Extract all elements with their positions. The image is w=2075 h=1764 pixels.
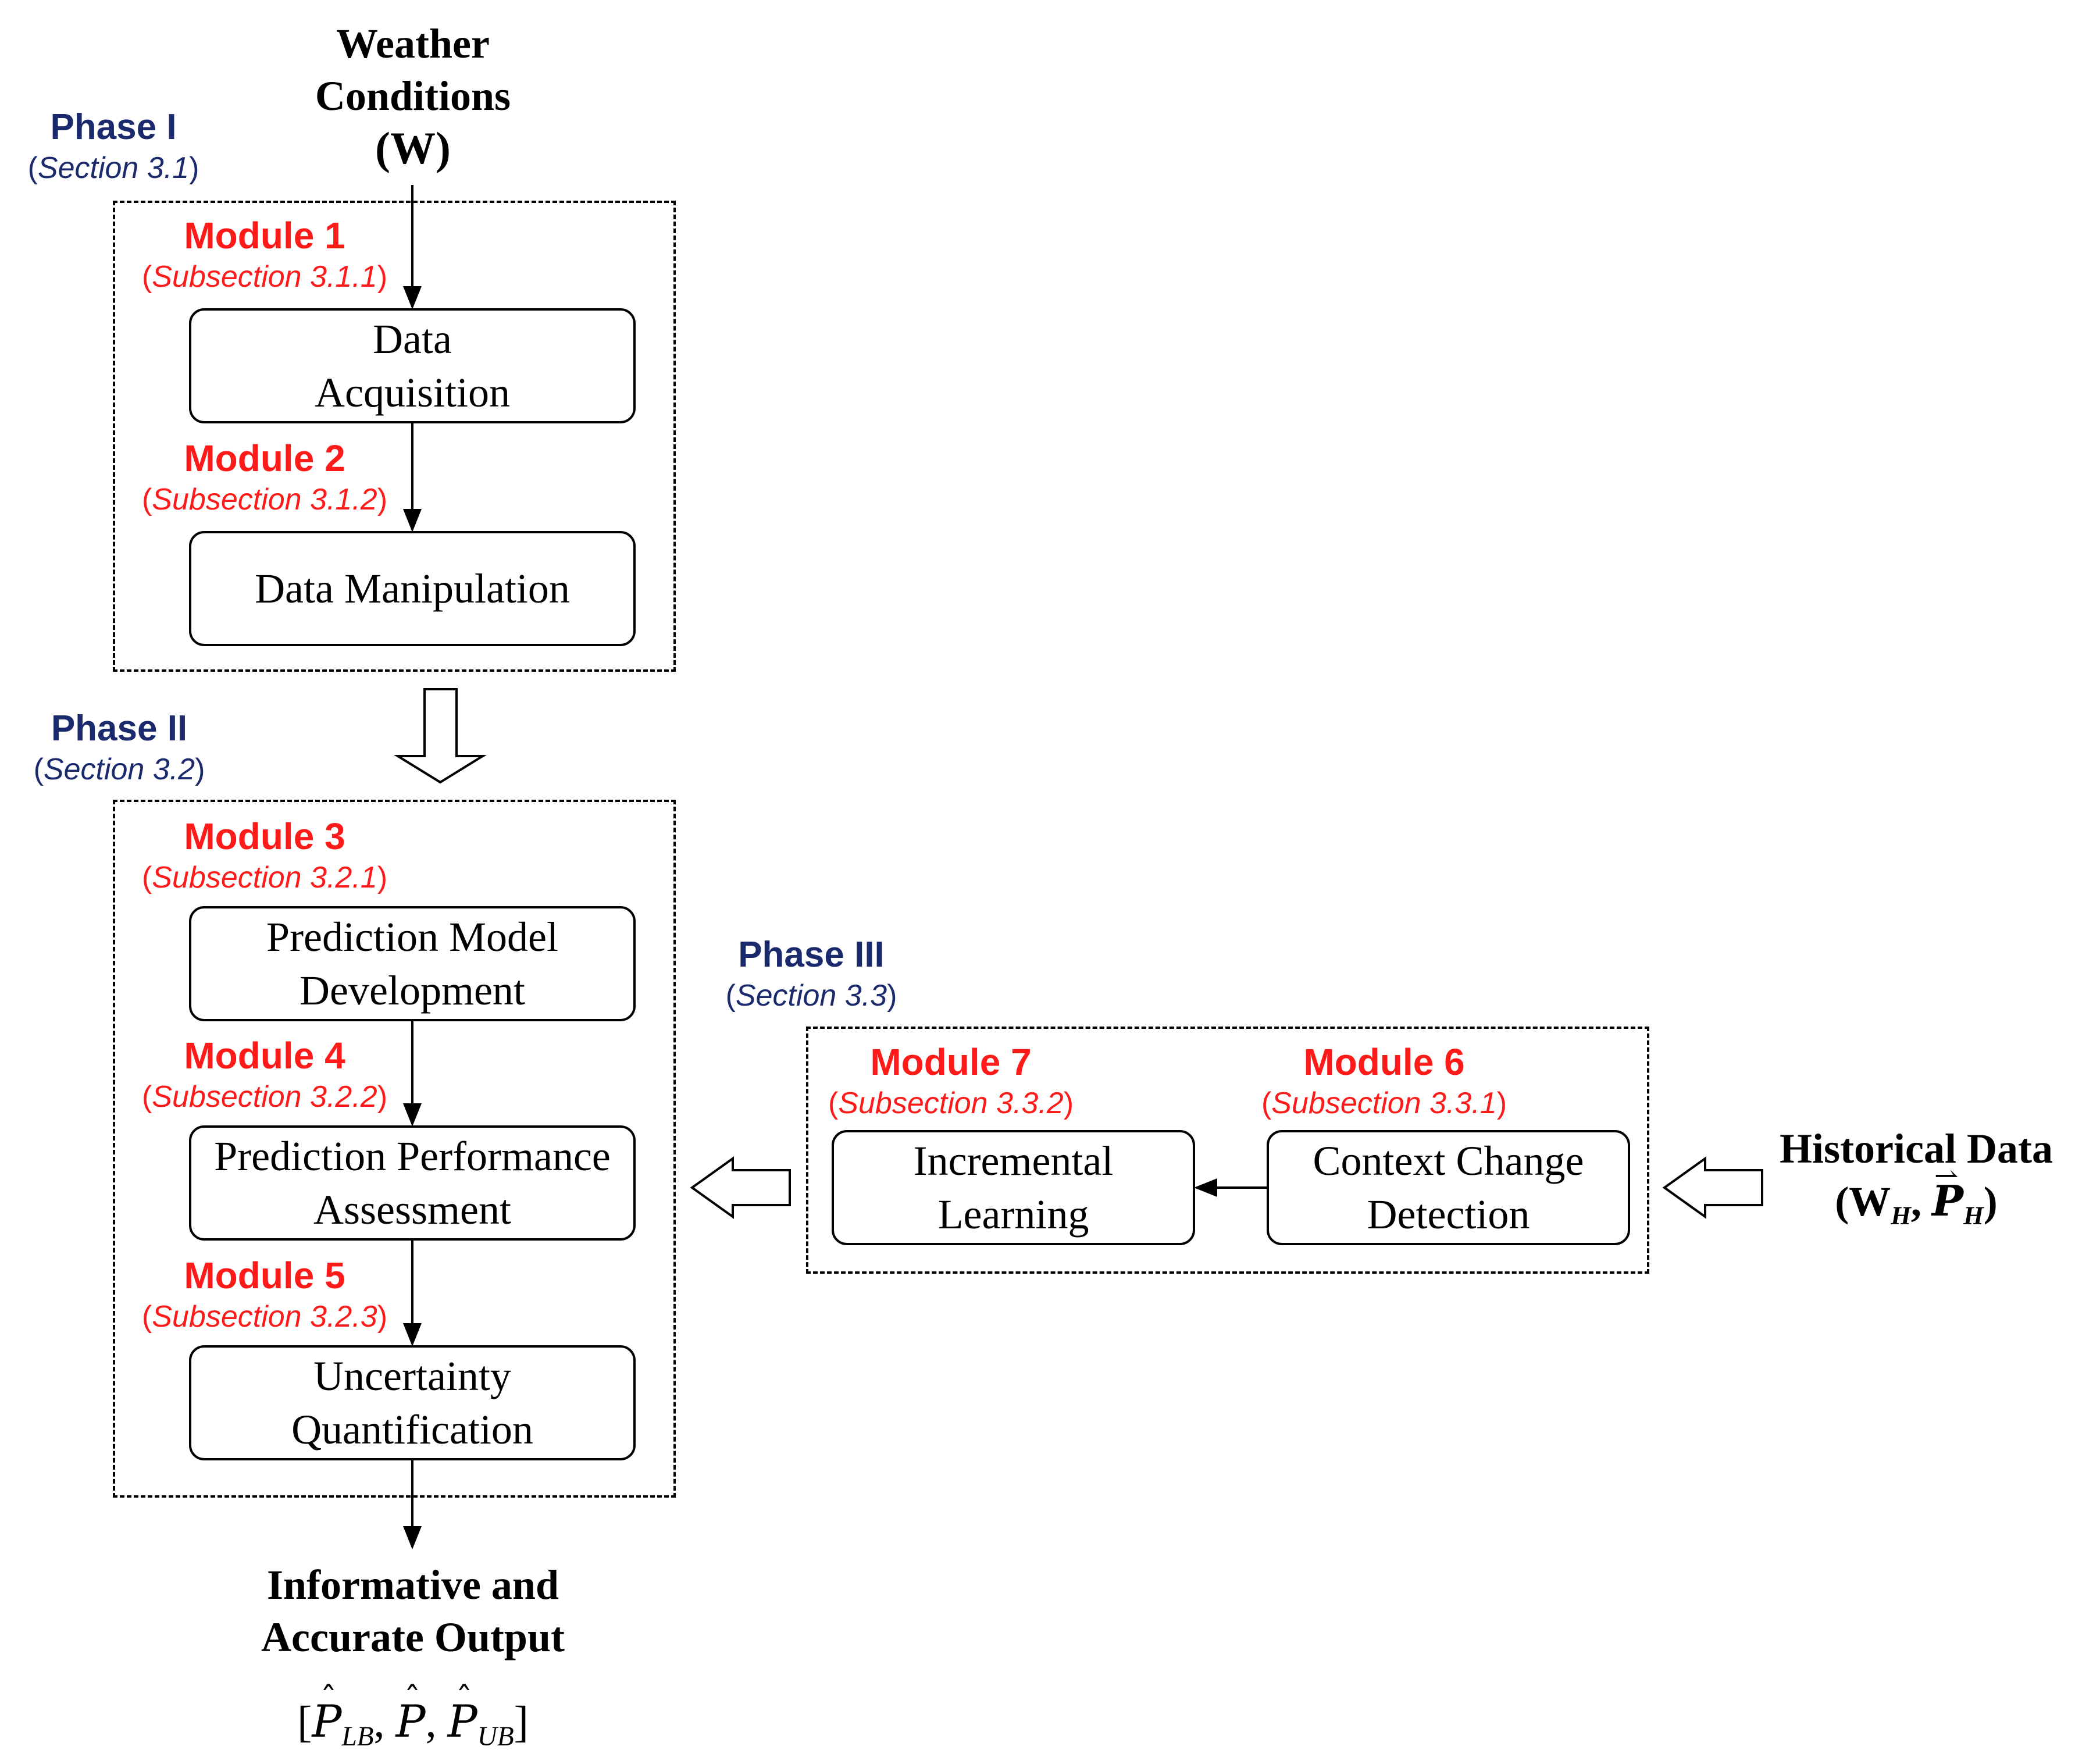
phase-2-section: (Section 3.2): [33, 753, 205, 786]
module-5-label: Module 5 (Subsection 3.2.3): [119, 1253, 410, 1336]
module-7-subsection: (Subsection 3.3.2): [828, 1086, 1074, 1120]
phase-3-title: Phase III: [738, 935, 885, 975]
module-3-label: Module 3 (Subsection 3.2.1): [119, 814, 410, 897]
phase-2-frame: [113, 800, 676, 1498]
context-change-line-2: Detection: [1367, 1191, 1530, 1238]
incremental-learning-box: Incremental Learning: [832, 1130, 1195, 1245]
incremental-learning-line-1: Incremental: [913, 1138, 1114, 1184]
block-arrow-phase1-to-phase2: [393, 688, 487, 784]
module-7-label: Module 7 (Subsection 3.3.2): [805, 1040, 1096, 1122]
block-arrow-phase3-to-phase2: [690, 1156, 791, 1219]
module-2-subsection: (Subsection 3.1.2): [141, 483, 388, 516]
phase-2-label: Phase II (Section 3.2): [17, 707, 221, 789]
context-change-line-1: Context Change: [1313, 1138, 1584, 1184]
module-2-title: Module 2: [184, 437, 345, 479]
module-7-title: Module 7: [870, 1041, 1032, 1083]
weather-input-label: Weather Conditions (W): [273, 17, 552, 176]
prediction-model-line-1: Prediction Model: [266, 914, 558, 960]
block-arrow-historical-to-phase3: [1662, 1156, 1763, 1219]
uncertainty-line-2: Quantification: [291, 1406, 533, 1453]
incremental-learning-line-2: Learning: [937, 1191, 1089, 1238]
module-6-title: Module 6: [1303, 1041, 1465, 1083]
phase-1-frame: [113, 201, 676, 672]
prediction-performance-line-1: Prediction Performance: [214, 1133, 611, 1179]
phase-1-title: Phase I: [50, 107, 177, 147]
uncertainty-quantification-box: Uncertainty Quantification: [189, 1345, 636, 1460]
context-change-detection-box: Context Change Detection: [1267, 1130, 1630, 1245]
module-1-subsection: (Subsection 3.1.1): [141, 260, 388, 294]
data-manipulation-line-1: Data Manipulation: [255, 565, 570, 612]
prediction-performance-assessment-box: Prediction Performance Assessment: [189, 1125, 636, 1241]
module-5-subsection: (Subsection 3.2.3): [141, 1300, 388, 1334]
phase-1-label: Phase I (Section 3.1): [12, 106, 215, 187]
output-line-1: Informative and: [267, 1562, 559, 1608]
module-2-label: Module 2 (Subsection 3.1.2): [119, 436, 410, 519]
phase-3-section: (Section 3.3): [725, 979, 897, 1013]
module-6-label: Module 6 (Subsection 3.3.1): [1239, 1040, 1529, 1122]
data-acquisition-line-2: Acquisition: [315, 369, 510, 416]
module-4-title: Module 4: [184, 1035, 345, 1077]
module-4-subsection: (Subsection 3.2.2): [141, 1080, 388, 1114]
phase-2-title: Phase II: [51, 708, 188, 749]
historical-data-label: Historical Data (WH, ⇀PH): [1762, 1122, 2070, 1241]
module-1-title: Module 1: [184, 215, 345, 256]
output-label: Informative and Accurate Output: [221, 1559, 605, 1663]
data-acquisition-box: Data Acquisition: [189, 308, 636, 423]
uncertainty-line-1: Uncertainty: [313, 1353, 511, 1399]
phase-3-frame: [806, 1027, 1649, 1274]
output-line-2: Accurate Output: [261, 1614, 565, 1660]
weather-line-1: Weather: [336, 20, 490, 67]
prediction-performance-line-2: Assessment: [313, 1186, 511, 1233]
historical-data-title: Historical Data: [1780, 1125, 2053, 1172]
phase-3-label: Phase III (Section 3.3): [710, 933, 913, 1015]
prediction-model-line-2: Development: [300, 967, 525, 1014]
module-3-subsection: (Subsection 3.2.1): [141, 861, 388, 895]
module-6-subsection: (Subsection 3.3.1): [1261, 1086, 1507, 1120]
historical-data-symbols: (WH, ⇀PH): [1835, 1159, 1998, 1230]
module-3-title: Module 3: [184, 815, 345, 857]
module-5-title: Module 5: [184, 1255, 345, 1296]
data-acquisition-line-1: Data: [373, 316, 452, 362]
weather-symbol: (W): [375, 123, 451, 173]
weather-line-2: Conditions: [315, 73, 511, 119]
prediction-model-development-box: Prediction Model Development: [189, 906, 636, 1021]
module-1-label: Module 1 (Subsection 3.1.1): [119, 213, 410, 296]
data-manipulation-box: Data Manipulation: [189, 531, 636, 646]
module-4-label: Module 4 (Subsection 3.2.2): [119, 1034, 410, 1116]
phase-1-section: (Section 3.1): [27, 151, 199, 185]
